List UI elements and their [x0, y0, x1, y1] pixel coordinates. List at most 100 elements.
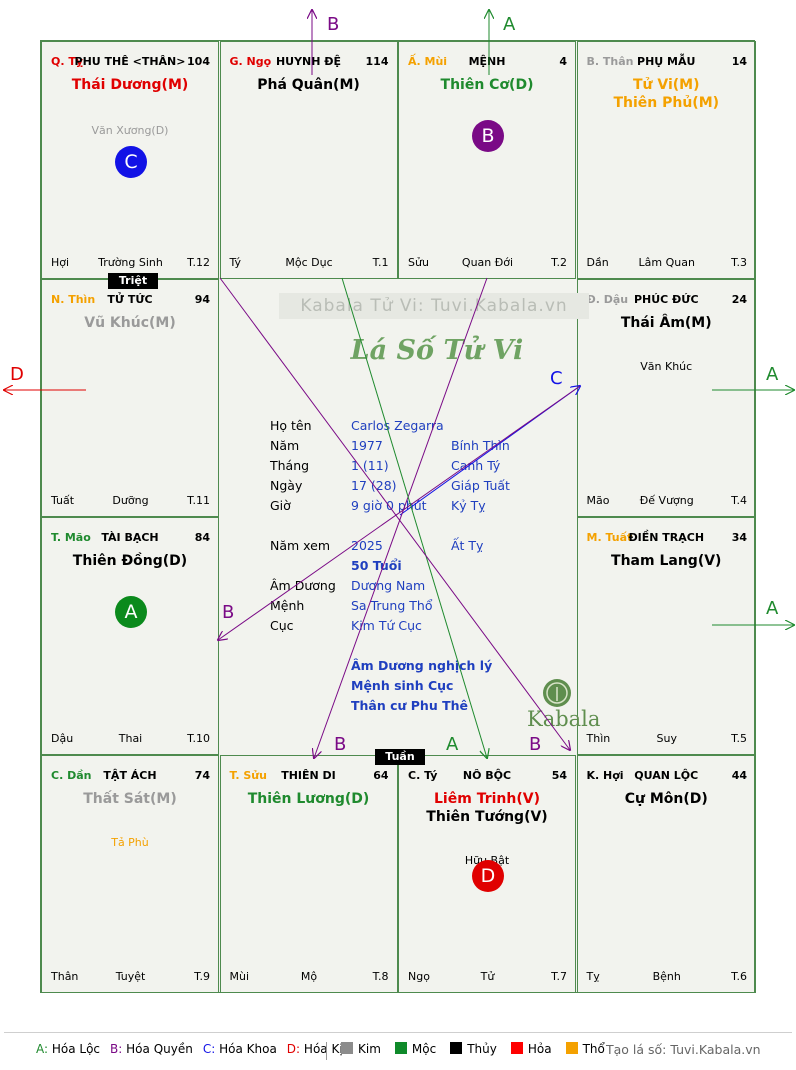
palace-number: 4	[559, 55, 567, 68]
main-stars: Thiên Lương(D)	[221, 790, 397, 808]
legend-element-item: Hỏa	[510, 1042, 552, 1056]
info-value: 50 Tuổi	[351, 558, 402, 573]
kabala-brand-text: Kabala	[527, 707, 601, 731]
info-label: Năm	[270, 438, 300, 453]
element-swatch-icon	[565, 1042, 578, 1054]
info-label: Họ tên	[270, 418, 312, 433]
label-a-right1: A	[766, 364, 779, 385]
palace-name: ĐIỀN TRẠCH	[628, 531, 705, 544]
main-star: Thiên Đồng(D)	[72, 553, 188, 569]
palace-number: 104	[187, 55, 210, 68]
palace-month: T.12	[187, 256, 210, 269]
palace-number: 84	[194, 531, 210, 544]
palace-can: B. Thân	[586, 55, 634, 68]
palace-chi: Thìn	[586, 732, 611, 745]
palace-header: K. Hợi QUAN LỘC 44	[578, 769, 756, 785]
info-label: Tháng	[270, 458, 310, 473]
palace-month: T.7	[551, 970, 567, 983]
info-value: 17 (28)	[351, 478, 397, 493]
kabala-logo: Kabala	[527, 677, 601, 747]
palace-month: T.6	[731, 970, 747, 983]
palace-can: Q. Tỵ	[51, 55, 84, 68]
palace-chi: Mão	[586, 494, 610, 507]
element-swatch-icon	[450, 1042, 463, 1054]
legend-hoa-item: D: Hóa Kị	[287, 1042, 343, 1056]
label-d-left: D	[10, 364, 24, 385]
script-title: Lá Số Tử Vi	[350, 335, 524, 366]
legend-hoa-item: C: Hóa Khoa	[203, 1042, 277, 1056]
palace-truong-sinh: Lâm Quan	[638, 256, 695, 269]
palace-can: N. Thìn	[51, 293, 96, 306]
palace-number: 114	[365, 55, 389, 68]
main-stars: Tử Vi(M)Thiên Phủ(M)	[578, 76, 756, 112]
legend-element-item: Mộc	[394, 1042, 436, 1056]
info-label: Âm Dương	[270, 578, 336, 593]
info-label: Giờ	[270, 498, 291, 513]
info-value: 9 giờ 0 phút	[351, 498, 427, 513]
palace-name: QUAN LỘC	[634, 769, 699, 782]
hoa-circle-a: A	[115, 596, 147, 628]
palace-can: K. Hợi	[586, 769, 624, 782]
palace-chi: Thân	[51, 970, 79, 983]
legend-hoa-item: B: Hóa Quyền	[110, 1042, 193, 1056]
main-stars: Thiên Đồng(D)	[42, 552, 218, 570]
palace-month: T.1	[372, 256, 389, 269]
palace-name: THIÊN DI	[281, 769, 336, 782]
element-swatch-icon	[341, 1042, 353, 1054]
main-stars: Thất Sát(M)	[42, 790, 218, 808]
main-stars: Thái Âm(M)	[578, 314, 756, 332]
palace-can: T. Mão	[51, 531, 91, 544]
minor-star: Văn Khúc	[640, 360, 693, 373]
palace-name: PHU THÊ <THÂN>	[74, 55, 186, 68]
palace-can: C. Tý	[408, 769, 438, 782]
palace-chi: Mùi	[229, 970, 250, 983]
info-value: 1 (11)	[351, 458, 389, 473]
palace-month: T.9	[194, 970, 210, 983]
legend-hoa-key: C:	[202, 1042, 216, 1056]
legend-element-label: Thủy	[467, 1042, 497, 1056]
info-value: Carlos Zegarra	[351, 418, 444, 433]
info-value: Kim Tứ Cục	[351, 618, 422, 633]
info-label: Cục	[270, 618, 294, 633]
label-a-top: A	[503, 14, 516, 35]
main-stars: Thiên Cơ(D)	[399, 76, 575, 94]
palace-truong-sinh: Trường Sinh	[98, 256, 163, 269]
palace-number: 44	[731, 769, 747, 782]
main-star: Tham Lang(V)	[611, 553, 722, 569]
main-star: Thiên Phủ(M)	[613, 95, 720, 111]
legend-hoa-label: Hóa Khoa	[219, 1042, 277, 1056]
main-star: Thiên Lương(D)	[247, 791, 370, 807]
main-star: Vũ Khúc(M)	[84, 315, 176, 331]
palace-chi: Sửu	[408, 256, 429, 269]
palace-chi: Tuất	[51, 494, 75, 507]
palace-chi: Dần	[586, 256, 609, 269]
palace-truong-sinh: Tử	[480, 970, 495, 983]
info-value: 2025	[351, 538, 383, 553]
palace-truong-sinh: Bệnh	[652, 970, 681, 983]
legend-divider	[4, 1032, 792, 1033]
palace-chi: Dậu	[51, 732, 74, 745]
legend-hoa-key: B:	[110, 1042, 123, 1056]
main-star: Phá Quân(M)	[257, 77, 360, 93]
main-stars: Tham Lang(V)	[578, 552, 756, 570]
palace-chi: Hợi	[51, 256, 70, 269]
palace-name: HUYNH ĐỆ	[275, 55, 342, 68]
